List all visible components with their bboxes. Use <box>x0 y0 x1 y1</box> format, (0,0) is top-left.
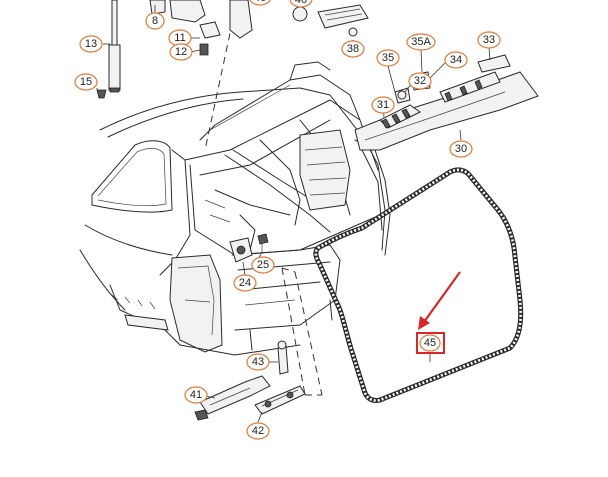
callout-42: 42 <box>246 422 270 440</box>
callout-43: 43 <box>246 353 270 371</box>
callout-34: 34 <box>444 51 468 69</box>
highlight-arrow <box>423 271 461 323</box>
callout-32-label: 32 <box>414 75 426 87</box>
callout-41-label: 41 <box>190 389 202 401</box>
leader-lines <box>96 5 491 423</box>
callout-42-label: 42 <box>252 425 264 437</box>
callout-12-label: 12 <box>175 46 187 58</box>
callout-35A: 35A <box>406 33 436 51</box>
callout-12: 12 <box>169 43 193 61</box>
callout-45: 45 <box>419 334 441 352</box>
highlight-annotation <box>416 271 461 354</box>
callout-15: 15 <box>74 73 98 91</box>
lock-41 <box>194 375 271 421</box>
callout-30-label: 30 <box>455 143 467 155</box>
highlight-box <box>416 332 445 354</box>
callout-13: 13 <box>79 35 103 53</box>
vehicle-body <box>79 61 391 356</box>
callout-46-label: 46 <box>254 0 266 4</box>
callout-30: 30 <box>449 140 473 158</box>
screw-25 <box>257 233 269 252</box>
callout-8-label: 8 <box>152 15 158 27</box>
callout-11-label: 11 <box>174 32 185 44</box>
buffer-24 <box>229 237 253 263</box>
callout-38-label: 38 <box>347 43 359 55</box>
callout-35A-label: 35A <box>411 36 431 48</box>
callout-31-label: 31 <box>377 99 389 111</box>
callout-24: 24 <box>233 274 257 292</box>
callout-8: 8 <box>145 12 165 30</box>
callout-33-label: 33 <box>483 34 495 46</box>
callout-31: 31 <box>371 96 395 114</box>
callout-43-label: 43 <box>252 356 264 368</box>
callout-45-label: 45 <box>424 337 436 349</box>
assembly-lines <box>204 9 323 396</box>
gas-strut <box>108 0 121 93</box>
callout-32: 32 <box>408 72 432 90</box>
callout-41: 41 <box>184 386 208 404</box>
callout-24-label: 24 <box>239 277 251 289</box>
callout-38: 38 <box>341 40 365 58</box>
callout-15-label: 15 <box>80 76 92 88</box>
lock-42 <box>254 385 306 415</box>
screw-15 <box>96 89 107 99</box>
callout-40: 40 <box>289 0 313 8</box>
callout-34-label: 34 <box>450 54 462 66</box>
callout-35-label: 35 <box>382 52 394 64</box>
callout-46: 46 <box>249 0 271 6</box>
highlight-arrowhead <box>418 316 430 330</box>
callout-13-label: 13 <box>85 38 97 50</box>
latch-43 <box>277 340 289 375</box>
callout-25-label: 25 <box>257 259 269 271</box>
callout-35: 35 <box>376 49 400 67</box>
tailgate-seal <box>313 167 524 403</box>
callout-33: 33 <box>477 31 501 49</box>
hinge-parts <box>149 0 369 56</box>
callout-25: 25 <box>251 256 275 274</box>
callout-40-label: 40 <box>295 0 307 6</box>
